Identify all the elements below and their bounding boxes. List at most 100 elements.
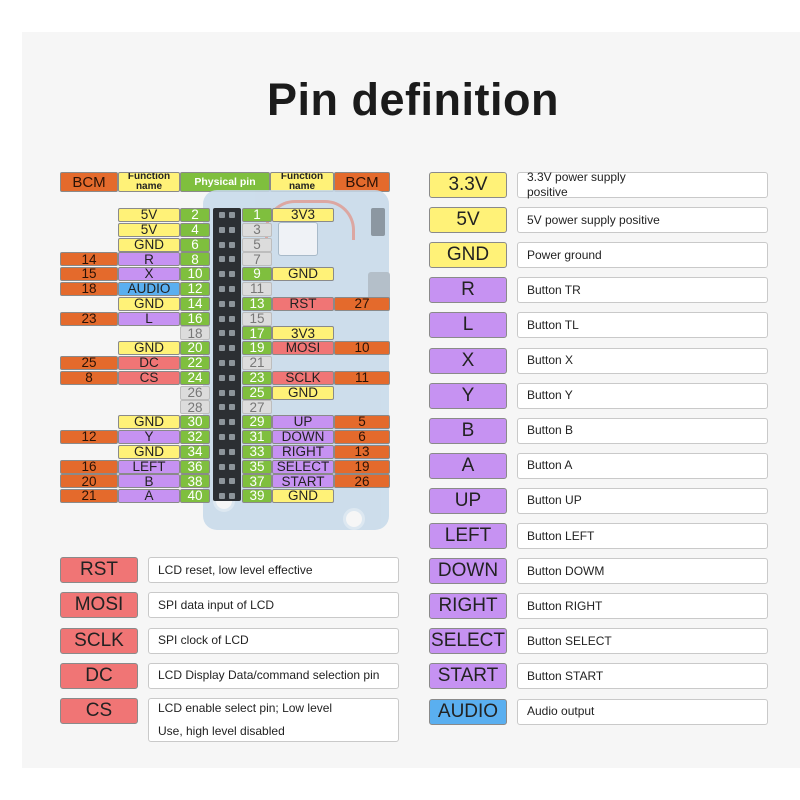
- function-left-cell: GND: [118, 444, 180, 459]
- function-left-cell: L: [118, 311, 180, 326]
- header-pin: [219, 241, 225, 248]
- legend-description-text: Button A: [527, 458, 573, 473]
- bcm-right-cell: 19: [334, 459, 390, 474]
- bcm-right-cell: 11: [334, 370, 390, 385]
- bcm-left-cell: 8: [60, 370, 118, 385]
- legend-description-text: 3.3V power supply: [527, 170, 626, 184]
- legend-description: SPI clock of LCD: [148, 627, 399, 654]
- physical-pin-left: 40: [180, 489, 210, 504]
- physical-pin-right: 23: [242, 370, 272, 385]
- function-right-cell: DOWN: [272, 430, 334, 444]
- legend-description: Button Y: [517, 382, 768, 409]
- legend-description-text: Button RIGHT: [527, 598, 603, 613]
- legend-description-text: Button X: [527, 353, 574, 367]
- header-pin: [219, 448, 225, 455]
- physical-pin-left: 8: [180, 252, 210, 267]
- physical-pin-left: 26: [180, 385, 210, 400]
- legend-description: Button DOWM: [517, 558, 768, 585]
- legend-label-b: B: [429, 417, 507, 444]
- function-left-cell: R: [118, 252, 180, 267]
- header-pin: [229, 448, 235, 455]
- bcm-left-cell: 14: [60, 252, 118, 267]
- header-pin: [219, 226, 225, 233]
- legend-description: Button B: [517, 417, 768, 444]
- bcm-left-cell: 20: [60, 474, 118, 489]
- legend-description: Button LEFT: [517, 523, 768, 549]
- physical-pin-right: 33: [242, 444, 272, 459]
- legend-description: LCD Display Data/command selection pin: [148, 662, 399, 689]
- physical-pin-right: 7: [242, 252, 272, 267]
- function-left-cell: 5V: [118, 222, 180, 237]
- physical-pin-right: 11: [242, 282, 272, 296]
- bcm-right-cell: 13: [334, 444, 390, 459]
- header-pin: [229, 256, 235, 263]
- legend-description-text: LCD enable select pin; Low level: [158, 701, 333, 716]
- bcm-right-cell: 27: [334, 296, 390, 311]
- physical-pin-right: 21: [242, 356, 272, 370]
- physical-pin-left: 32: [180, 430, 210, 444]
- function-right-cell: RST: [272, 296, 334, 311]
- physical-pin-left: 2: [180, 208, 210, 222]
- header-pin: [229, 374, 235, 381]
- legend-description-text: Button LEFT: [527, 528, 595, 543]
- header-pin: [229, 419, 235, 426]
- function-right-cell: 3V3: [272, 208, 334, 222]
- header-pin: [219, 360, 225, 366]
- legend-label-rst: RST: [60, 557, 138, 583]
- pin-header-strip: [213, 208, 241, 501]
- header-pin: [219, 419, 225, 426]
- function-right-cell: RIGHT: [272, 444, 334, 459]
- legend-label-audio: AUDIO: [429, 698, 507, 725]
- header-pin: [229, 241, 235, 248]
- header-pin: [229, 404, 235, 411]
- physical-pin-right: 29: [242, 415, 272, 430]
- bcm-left-cell: 15: [60, 267, 118, 282]
- legend-label-dc: DC: [60, 662, 138, 689]
- header-pin: [229, 226, 235, 233]
- legend-description-text: SPI clock of LCD: [158, 633, 249, 648]
- header-pin: [229, 434, 235, 440]
- bcm-left-cell: 23: [60, 311, 118, 326]
- legend-description-text: Button Y: [527, 388, 573, 403]
- legend-description: Button SELECT: [517, 628, 768, 655]
- legend-label-cs: CS: [60, 698, 138, 725]
- header-pin: [219, 300, 225, 307]
- physical-pin-right: 13: [242, 296, 272, 311]
- physical-pin-left: 30: [180, 415, 210, 430]
- bcm-left-cell: 18: [60, 282, 118, 296]
- legend-description-text: LCD reset, low level effective: [158, 562, 313, 577]
- function-left-cell: A: [118, 489, 180, 504]
- legend-label-a: A: [429, 452, 507, 479]
- physical-pin-left: 12: [180, 282, 210, 296]
- legend-description-text-2: Use, high level disabled: [158, 724, 285, 739]
- header-pin: [219, 389, 225, 396]
- header-pin: [229, 389, 235, 396]
- legend-description: SPI data input of LCD: [148, 592, 399, 619]
- legend-description-text: Button UP: [527, 493, 582, 508]
- physical-pin-left: 6: [180, 237, 210, 252]
- bcm-right-cell: 5: [334, 415, 390, 430]
- header-pin: [219, 374, 225, 381]
- function-right-cell: MOSI: [272, 341, 334, 356]
- connector-illustration: [278, 222, 318, 256]
- header-pin: [229, 330, 235, 337]
- header-bcm-right: BCM: [334, 172, 390, 192]
- legend-label-33v: 3.3V: [429, 172, 507, 198]
- physical-pin-right: 31: [242, 430, 272, 444]
- physical-pin-right: 5: [242, 237, 272, 252]
- bcm-right-cell: 6: [334, 430, 390, 444]
- bcm-left-cell: 12: [60, 430, 118, 444]
- legend-label-right: RIGHT: [429, 593, 507, 620]
- function-left-cell: B: [118, 474, 180, 489]
- header-function-right: Function name: [270, 172, 334, 192]
- physical-pin-left: 14: [180, 296, 210, 311]
- physical-pin-right: 15: [242, 311, 272, 326]
- header-pin: [229, 493, 235, 500]
- physical-pin-left: 28: [180, 400, 210, 415]
- bcm-left-cell: 16: [60, 459, 118, 474]
- function-left-cell: Y: [118, 430, 180, 444]
- header-pin: [229, 300, 235, 307]
- function-left-cell: LEFT: [118, 459, 180, 474]
- bcm-right-cell: 26: [334, 474, 390, 489]
- legend-label-mosi: MOSI: [60, 592, 138, 619]
